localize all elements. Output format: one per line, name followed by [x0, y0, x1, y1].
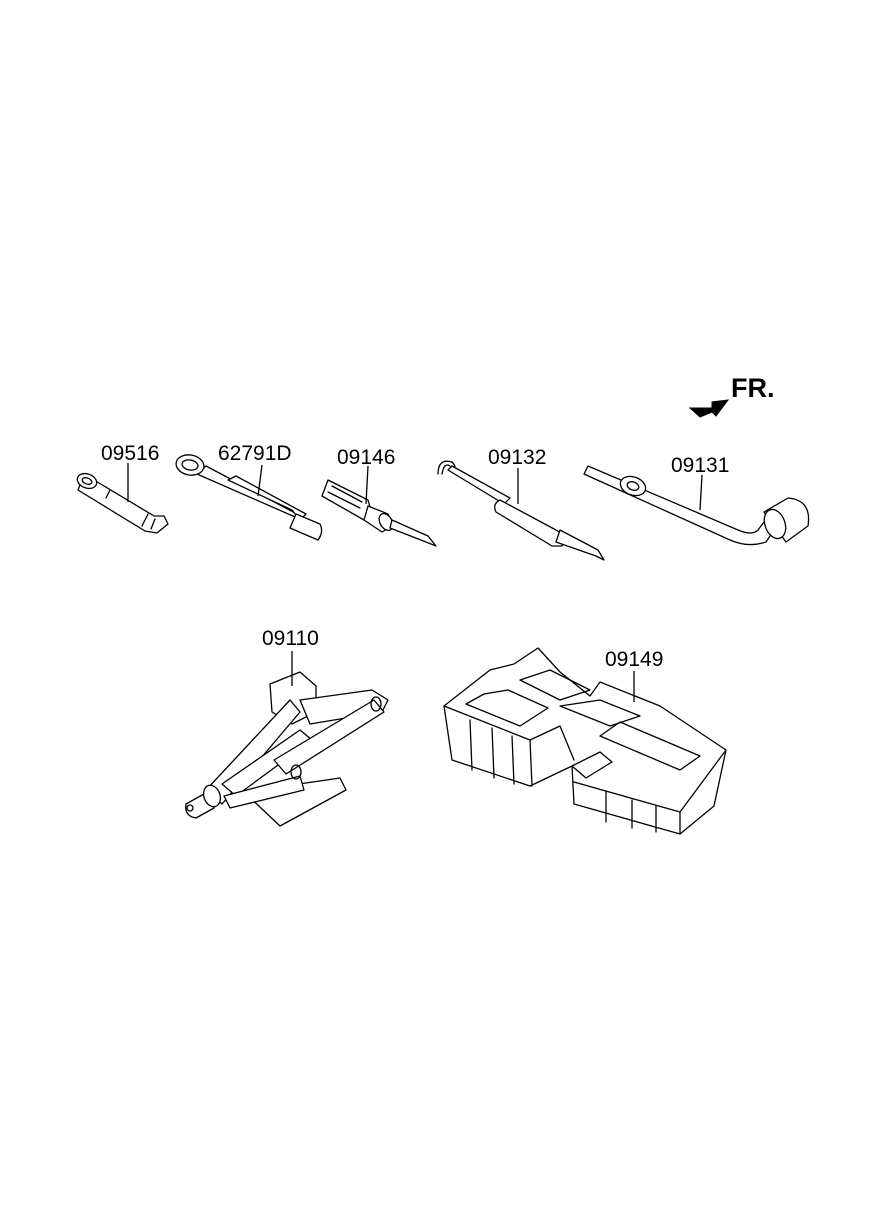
front-direction-indicator: FR. — [688, 373, 775, 418]
arrow-right-icon — [688, 399, 730, 418]
part-09516[interactable]: 09516 — [75, 442, 169, 534]
part-number-09131: 09131 — [671, 454, 729, 477]
screwdriver-icon — [321, 479, 437, 547]
socket-extension-icon — [76, 472, 169, 534]
front-label: FR. — [731, 373, 775, 403]
lug-wrench-icon — [583, 465, 810, 546]
box-wrench-icon — [175, 454, 323, 541]
part-number-62791D: 62791D — [218, 442, 292, 465]
part-number-09146: 09146 — [337, 446, 395, 469]
part-09131[interactable]: 09131 — [583, 454, 810, 546]
tool-tray-icon — [443, 647, 727, 835]
part-09149[interactable]: 09149 — [443, 647, 727, 835]
part-number-09149: 09149 — [605, 648, 663, 671]
part-number-09110: 09110 — [262, 627, 319, 650]
part-09146[interactable]: 09146 — [321, 446, 437, 547]
part-09110[interactable]: 09110 — [185, 627, 389, 827]
scissor-jack-icon — [185, 671, 389, 827]
part-number-09516: 09516 — [101, 442, 159, 465]
hook-tool-icon — [437, 460, 605, 561]
part-09132[interactable]: 09132 — [437, 446, 605, 561]
part-number-09132: 09132 — [488, 446, 546, 469]
part-62791D[interactable]: 62791D — [174, 442, 323, 541]
